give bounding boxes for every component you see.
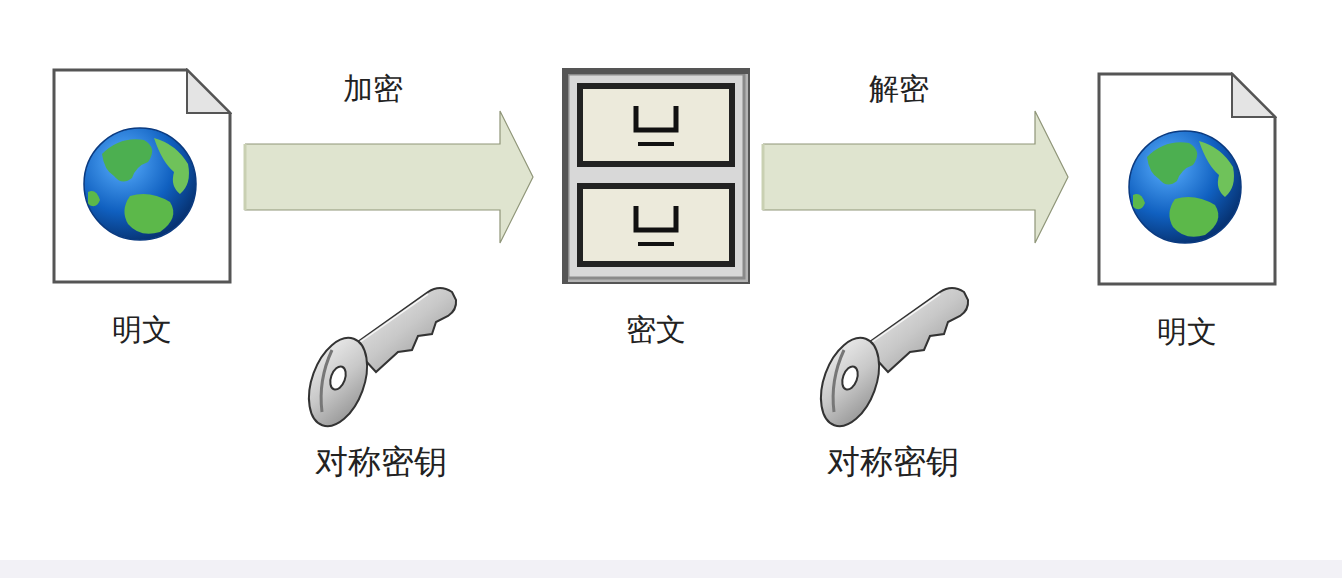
edge-label: 加密 xyxy=(343,71,403,107)
node-label: 明文 xyxy=(1097,314,1277,350)
key-icon xyxy=(810,288,968,434)
document-node: 明文 xyxy=(52,68,232,348)
document-outline xyxy=(54,70,230,282)
block-arrow xyxy=(245,111,533,243)
cabinet-drawer xyxy=(580,186,732,264)
document-icon xyxy=(52,68,232,284)
page-fold xyxy=(187,70,230,113)
node-label: 明文 xyxy=(52,312,232,348)
key-icon xyxy=(298,288,456,434)
drawer-handle xyxy=(636,206,676,230)
globe-icon xyxy=(1129,131,1241,243)
bottom-band xyxy=(0,560,1342,578)
cabinet-node: 密文 xyxy=(562,68,750,348)
key-label: 对称密钥 xyxy=(827,442,959,482)
document-outline xyxy=(1099,74,1275,284)
key-label: 对称密钥 xyxy=(315,442,447,482)
block-arrow xyxy=(763,111,1068,243)
document-node: 明文 xyxy=(1097,72,1277,350)
document-icon xyxy=(1097,72,1277,286)
edge-label: 解密 xyxy=(869,71,929,107)
cabinet-frame xyxy=(563,69,749,283)
cabinet-drawer xyxy=(580,86,732,164)
drawer-handle xyxy=(636,106,676,130)
cabinet-icon xyxy=(562,68,750,284)
page-fold xyxy=(1232,74,1275,117)
node-label: 密文 xyxy=(562,312,750,348)
globe-icon xyxy=(84,128,196,240)
